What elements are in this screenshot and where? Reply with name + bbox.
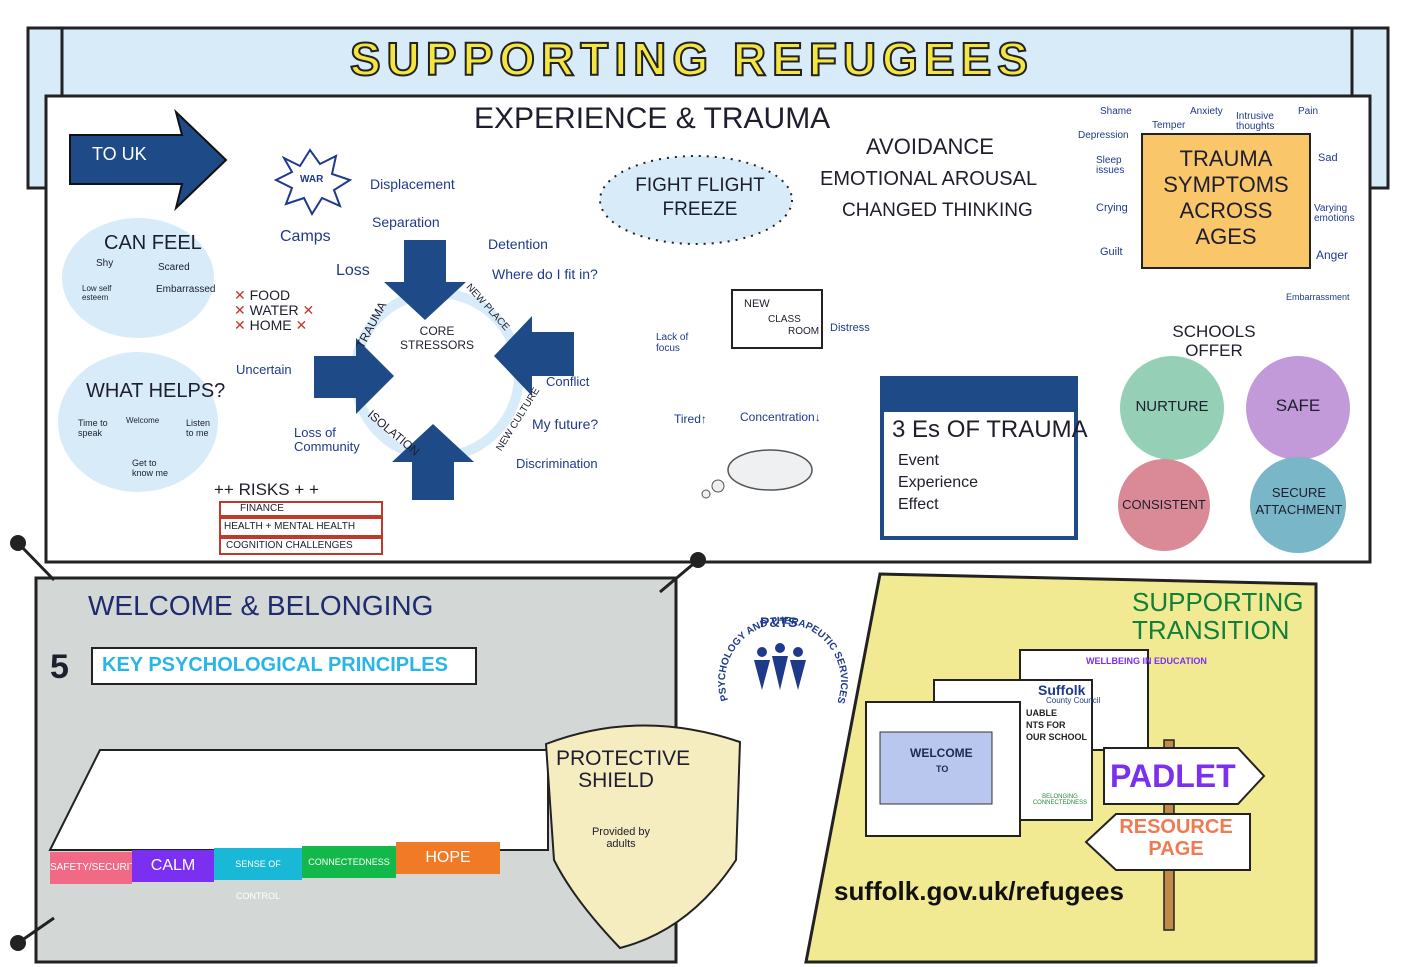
risks-title: ++ RISKS + +: [214, 480, 319, 499]
conflict-label: Conflict: [546, 374, 590, 389]
can-feel-title: CAN FEEL: [104, 232, 202, 254]
principles-row: SAFETY/SECURITY CALM SENSE OF CONTROL CO…: [50, 840, 550, 901]
concentration-label: Concentration↓: [740, 410, 821, 424]
my-future-label: My future?: [532, 416, 599, 432]
what-helps-word: Get to know me: [132, 458, 169, 478]
principle-calm: CALM: [132, 850, 214, 882]
principle-sense-of-control: SENSE OF CONTROL: [214, 848, 302, 901]
symptom-word: Shame: [1100, 106, 1132, 117]
shield-title: PROTECTIVE SHIELD: [556, 747, 691, 792]
shield-text: Provided by adults: [591, 826, 651, 850]
symptom-word: Sleep issues: [1096, 155, 1125, 176]
classroom-new: NEW: [744, 298, 770, 310]
symptom-word: Crying: [1096, 202, 1128, 214]
doc-line: UABLE: [1026, 708, 1057, 718]
symptom-word: Varying emotions: [1314, 203, 1355, 224]
separation-label: Separation: [372, 214, 440, 230]
needs-list: ✕ FOOD ✕ WATER ✕ ✕ HOME ✕: [234, 288, 314, 333]
risk-item: HEALTH + MENTAL HEALTH: [224, 521, 356, 532]
risk-item: FINANCE: [240, 503, 284, 514]
classroom-class: CLASS: [768, 314, 801, 325]
response-changed-thinking: CHANGED THINKING: [842, 200, 1033, 221]
school-circle-consistent: CONSISTENT: [1122, 497, 1206, 512]
can-feel-word: Embarrassed: [156, 284, 216, 295]
what-helps-word: Time to speak: [78, 418, 108, 438]
to-uk-label: TO UK: [92, 144, 147, 164]
symptom-word: Guilt: [1100, 246, 1123, 258]
discrimination-label: Discrimination: [516, 456, 598, 471]
symptom-word: Anger: [1316, 248, 1349, 262]
doc-welcome: WELCOME: [910, 746, 973, 760]
principle-hope: HOPE: [396, 842, 500, 874]
principle-safety: SAFETY/SECURITY: [50, 852, 142, 884]
symptom-word: Intrusive thoughts: [1236, 111, 1275, 132]
core-stressors-label: CORE STRESSORS: [399, 324, 474, 352]
loss-of-community-label: Loss of Community: [294, 425, 360, 454]
response-emotional-arousal: EMOTIONAL AROUSAL: [820, 168, 1038, 190]
welcome-heading: WELCOME & BELONGING: [88, 590, 434, 621]
what-helps-word: Welcome: [126, 416, 160, 425]
symptom-word: Temper: [1152, 120, 1186, 131]
school-circle-secure-attachment: SECURE ATTACHMENT: [1255, 485, 1343, 517]
school-circle-safe: SAFE: [1275, 396, 1321, 415]
need-item: ✕ FOOD: [234, 287, 291, 303]
experience-heading: EXPERIENCE & TRAUMA: [474, 102, 831, 135]
doc-wellbeing: WELLBEING IN EDUCATION: [1086, 656, 1207, 666]
padlet-sign[interactable]: PADLET: [1110, 758, 1236, 794]
trauma-symptoms-title: TRAUMA SYMPTOMS ACROSS AGES: [1163, 146, 1289, 249]
risk-item: COGNITION CHALLENGES: [226, 540, 353, 551]
suffolk-url[interactable]: suffolk.gov.uk/refugees: [834, 876, 1124, 906]
lack-focus-label: Lack of focus: [656, 332, 689, 354]
loss-label: Loss: [336, 262, 370, 279]
page-title: SUPPORTING REFUGEES: [349, 32, 1034, 86]
doc-line: NTS FOR: [1026, 720, 1066, 730]
what-helps-word: Listen to me: [186, 418, 211, 438]
doc-to: TO: [936, 764, 949, 774]
tired-label: Tired↑: [674, 412, 707, 426]
doc-suffolk: Suffolk: [1038, 682, 1086, 698]
resource-page-sign[interactable]: RESOURCE PAGE: [1119, 816, 1233, 860]
symptom-word: Depression: [1078, 130, 1129, 141]
logo-abbr: P&TS: [760, 614, 798, 630]
war-label: WAR: [300, 174, 324, 185]
principle-connectedness: CONNECTEDNESS: [302, 846, 396, 878]
can-feel-word: Scared: [158, 262, 190, 273]
where-fit-label: Where do I fit in?: [492, 266, 598, 282]
need-item: ✕ HOME ✕: [234, 317, 308, 333]
distress-label: Distress: [830, 322, 870, 334]
symptom-word: Pain: [1298, 106, 1319, 117]
camps-label: Camps: [280, 228, 331, 245]
symptom-word: Sad: [1318, 152, 1338, 164]
three-es-item: Event: [898, 452, 939, 469]
fight-flight-freeze: FIGHT FLIGHT FREEZE: [635, 175, 765, 220]
symptom-word: Anxiety: [1190, 106, 1223, 117]
three-es-item: Experience: [898, 474, 979, 491]
three-es-item: Effect: [898, 496, 939, 513]
response-avoidance: AVOIDANCE: [866, 134, 994, 159]
can-feel-word: Shy: [96, 258, 114, 269]
classroom-room: ROOM: [788, 326, 820, 337]
uncertain-label: Uncertain: [236, 362, 292, 377]
need-item: ✕ WATER ✕: [234, 302, 315, 318]
principles-number: 5: [50, 648, 69, 686]
schools-offer-title: SCHOOLS OFFER: [1172, 322, 1256, 360]
doc-county-council: County Council: [1046, 696, 1101, 705]
symptom-word: Embarrassment: [1286, 292, 1350, 302]
detention-label: Detention: [488, 236, 548, 252]
what-helps-title: WHAT HELPS?: [86, 380, 226, 402]
three-es-title: 3 Es OF TRAUMA: [892, 416, 1088, 443]
principles-title: KEY PSYCHOLOGICAL PRINCIPLES: [102, 654, 448, 676]
can-feel-word: Low self esteem: [82, 284, 112, 302]
transition-heading: SUPPORTING TRANSITION: [1132, 587, 1304, 645]
doc-belonging: BELONGING CONNECTEDNESS: [1032, 794, 1088, 806]
doc-line: OUR SCHOOL: [1026, 732, 1088, 742]
school-circle-nurture: NURTURE: [1135, 398, 1209, 415]
displacement-label: Displacement: [370, 176, 455, 192]
